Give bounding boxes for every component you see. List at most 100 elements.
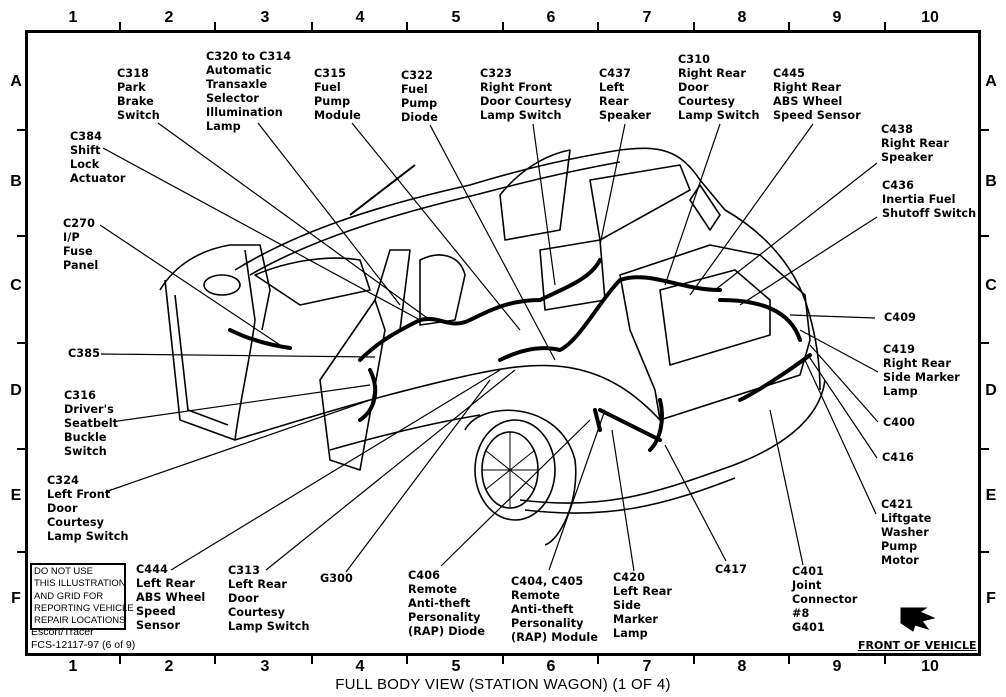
component-name-line: Courtesy xyxy=(228,606,286,619)
component-name-line: Fuel xyxy=(314,81,341,94)
leader-c401 xyxy=(769,409,804,566)
steering-wheel xyxy=(203,274,241,296)
component-name-line: Lamp xyxy=(613,627,648,640)
disclaimer-line: REPAIR LOCATIONS xyxy=(34,615,126,627)
front-of-vehicle-arrow-icon xyxy=(900,607,936,632)
component-name-line: Left Rear xyxy=(228,578,287,591)
grid-column-label: 2 xyxy=(164,658,174,675)
leader-c445 xyxy=(689,123,814,296)
grid-column-label: 8 xyxy=(737,9,747,26)
connector-id: C385 xyxy=(68,347,100,360)
grid-row-label: B xyxy=(10,173,22,190)
grid-row-label: D xyxy=(985,382,997,399)
right-front-window xyxy=(499,149,571,241)
component-name-line: (RAP) Diode xyxy=(408,625,486,638)
connector-id: C436 xyxy=(882,179,914,192)
component-name-line: Right Rear xyxy=(883,357,951,370)
component-name-line: G401 xyxy=(792,621,825,634)
component-name-line: Speaker xyxy=(599,109,652,122)
leader-c320 xyxy=(257,122,401,306)
component-name-line: Pump xyxy=(881,540,918,553)
leader-c421 xyxy=(804,359,877,515)
component-name-line: Remote xyxy=(511,589,561,602)
component-name-line: Marker xyxy=(613,613,659,626)
leader-c323 xyxy=(532,123,556,286)
component-name-line: Door Courtesy xyxy=(480,95,572,108)
component-name-line: Rear xyxy=(599,95,629,108)
grid-row-label: E xyxy=(985,487,997,504)
leader-lines xyxy=(99,122,879,573)
leader-c315 xyxy=(351,122,521,331)
grid-column-label: 4 xyxy=(355,9,365,26)
diagram-frame xyxy=(25,30,981,656)
component-name-line: ABS Wheel xyxy=(136,591,206,604)
connector-id: C416 xyxy=(882,451,914,464)
grid-row-label: A xyxy=(985,73,997,90)
connector-id: C406 xyxy=(408,569,440,582)
rocker-panel xyxy=(329,414,481,451)
grid-column-label: 5 xyxy=(451,658,461,675)
grid-column-label: 3 xyxy=(260,9,270,26)
open-front-door-inner xyxy=(174,294,229,426)
disclaimer-line: THIS ILLUSTRATION xyxy=(34,578,126,590)
grid-column-label: 2 xyxy=(164,9,174,26)
grid-column-label: 7 xyxy=(642,9,652,26)
component-name-line: Inertia Fuel xyxy=(882,193,956,206)
right-rear-door-window xyxy=(589,164,691,241)
grid-column-label: 6 xyxy=(546,9,556,26)
grid-column-label: 7 xyxy=(642,658,652,675)
grid-column-label: 3 xyxy=(260,658,270,675)
rear-bumper-lower xyxy=(524,477,736,514)
grid-row-label: C xyxy=(10,277,22,294)
component-name-line: Sensor xyxy=(136,619,181,632)
component-name-line: Personality xyxy=(511,617,584,630)
component-name-line: Door xyxy=(47,502,78,515)
connector-id: C310 xyxy=(678,53,710,66)
dashboard xyxy=(254,257,371,306)
connector-id: C445 xyxy=(773,67,805,80)
connector-id: C421 xyxy=(881,498,913,511)
liftgate-opening xyxy=(619,244,811,421)
grid-column-label: 1 xyxy=(68,658,78,675)
component-name-line: Lamp xyxy=(883,385,918,398)
model-info: Escort/Tracer FCS-12117-97 (6 of 9) xyxy=(31,626,135,652)
component-name-line: Right Rear xyxy=(881,137,949,150)
body-side xyxy=(234,364,661,441)
roof-outline xyxy=(234,147,821,391)
grid-column-label: 6 xyxy=(546,658,556,675)
connector-id: C437 xyxy=(599,67,631,80)
component-name-line: Seatbelt xyxy=(64,417,119,430)
component-name-line: (RAP) Module xyxy=(511,631,599,644)
component-name-line: Left Rear xyxy=(613,585,672,598)
component-name-line: Connector xyxy=(792,593,858,606)
component-name-line: Actuator xyxy=(70,172,126,185)
component-name-line: Shutoff Switch xyxy=(882,207,977,220)
component-name-line: Lamp Switch xyxy=(228,620,310,633)
connector-id: C322 xyxy=(401,69,433,82)
leader-c313 xyxy=(265,369,516,571)
connector-id: C315 xyxy=(314,67,346,80)
component-name-line: Side Marker xyxy=(883,371,960,384)
component-name-line: Lamp xyxy=(206,120,241,133)
component-name-line: Speaker xyxy=(881,151,934,164)
component-name-line: Transaxle xyxy=(206,78,268,91)
disclaimer-line: DO NOT USE xyxy=(34,566,93,577)
leader-c437 xyxy=(599,123,626,246)
component-name-line: Anti-theft xyxy=(408,597,471,610)
component-name-line: Remote xyxy=(408,583,458,596)
leader-c406 xyxy=(440,419,591,567)
grid-column-label: 1 xyxy=(68,9,78,26)
component-name-line: Motor xyxy=(881,554,919,567)
grid-row-label: C xyxy=(985,277,997,294)
leader-c324 xyxy=(107,399,371,492)
antenna xyxy=(349,164,416,216)
connector-id: C401 xyxy=(792,565,824,578)
model-name: Escort/Tracer xyxy=(31,626,94,638)
